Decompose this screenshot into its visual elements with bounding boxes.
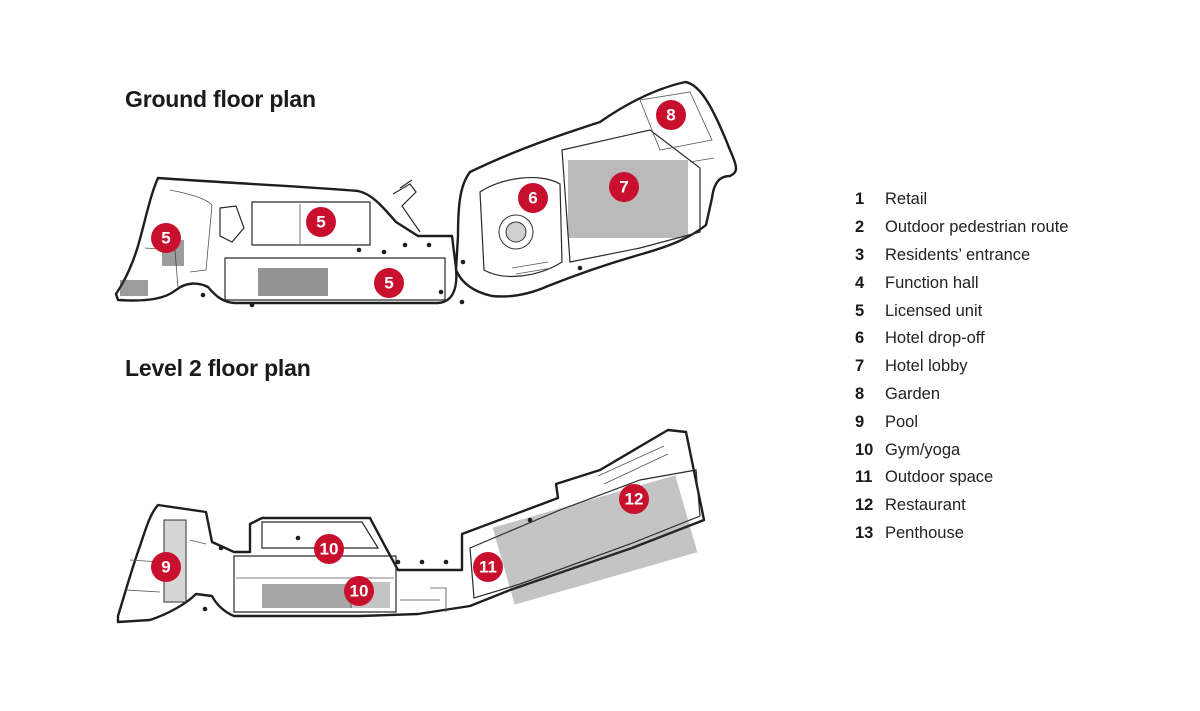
- level2-badge-outdoor-space: 11: [473, 552, 503, 582]
- svg-text:5: 5: [161, 229, 170, 248]
- legend-label: Restaurant: [885, 496, 966, 515]
- legend-label: Pool: [885, 412, 919, 431]
- legend-number: 8: [855, 384, 865, 403]
- ground-licensed-unit-room: [251, 201, 371, 246]
- level2-floor-title: Level 2 floor plan: [125, 355, 311, 381]
- legend-item: 8 Garden: [855, 381, 1068, 409]
- legend-number: 5: [855, 301, 865, 320]
- ground-licensed-unit-band: [224, 257, 446, 301]
- ground-badge-hotel-lobby: 7: [609, 172, 639, 202]
- level2-columns: [202, 517, 533, 612]
- legend-item: 11 Outdoor space: [855, 464, 1068, 492]
- legend-number: 1: [855, 190, 865, 209]
- legend-number: 4: [855, 273, 865, 292]
- level2-badge-gym-yoga-a: 10: [314, 534, 344, 564]
- legend-item: 12 Restaurant: [855, 492, 1068, 520]
- legend-number: 13: [855, 523, 874, 542]
- legend-label: Licensed unit: [885, 301, 983, 320]
- level2-outline: [116, 428, 706, 624]
- legend-label: Outdoor pedestrian route: [885, 218, 1069, 237]
- legend-number: 6: [855, 329, 865, 348]
- level2-floor-plan: 9 10 10 11 12: [116, 428, 706, 624]
- legend-number: 9: [855, 412, 865, 431]
- legend-number: 7: [855, 357, 865, 376]
- legend-item: 7 Hotel lobby: [855, 353, 1068, 381]
- legend-number: 3: [855, 245, 865, 264]
- svg-text:7: 7: [619, 178, 628, 197]
- legend-item: 10 Gym/yoga: [855, 436, 1068, 464]
- legend-number: 2: [855, 218, 865, 237]
- legend-item: 1 Retail: [855, 186, 1068, 214]
- legend-item: 2 Outdoor pedestrian route: [855, 214, 1068, 242]
- level2-gym-upper: [261, 521, 380, 549]
- svg-text:12: 12: [625, 490, 644, 509]
- legend-label: Residents’ entrance: [885, 245, 1031, 264]
- legend-label: Outdoor space: [885, 468, 994, 487]
- svg-text:11: 11: [479, 558, 497, 577]
- ground-left-wing-outline: [114, 176, 458, 305]
- level2-badge-gym-yoga-b: 10: [344, 576, 374, 606]
- ground-columns: [200, 242, 583, 308]
- svg-text:5: 5: [384, 274, 393, 293]
- svg-text:8: 8: [666, 106, 675, 125]
- ground-right-wing-outline: [454, 80, 738, 298]
- svg-text:5: 5: [316, 213, 325, 232]
- ground-pedestrian-route: [392, 179, 421, 233]
- level2-badge-pool: 9: [151, 552, 181, 582]
- legend-number: 11: [855, 468, 873, 487]
- legend-item: 6 Hotel drop-off: [855, 325, 1068, 353]
- legend-number: 12: [855, 496, 874, 515]
- legend-label: Penthouse: [885, 523, 964, 542]
- ground-badge-licensed-unit-c: 5: [374, 268, 404, 298]
- ground-badge-licensed-unit-a: 5: [151, 223, 181, 253]
- svg-text:9: 9: [161, 558, 170, 577]
- ground-badge-licensed-unit-b: 5: [306, 207, 336, 237]
- ground-badge-hotel-drop-off: 6: [518, 183, 548, 213]
- legend-label: Retail: [885, 190, 928, 209]
- legend-label: Hotel drop-off: [885, 329, 985, 348]
- legend-label: Hotel lobby: [885, 357, 968, 376]
- legend-item: 4 Function hall: [855, 269, 1068, 297]
- legend-item: 9 Pool: [855, 408, 1068, 436]
- legend-item: 3 Residents’ entrance: [855, 242, 1068, 270]
- legend-item: 13 Penthouse: [855, 520, 1068, 548]
- ground-badge-garden: 8: [656, 100, 686, 130]
- legend-label: Garden: [885, 384, 941, 403]
- level2-badge-restaurant: 12: [619, 484, 649, 514]
- ground-floor-plan: 5 5 5 6 7 8: [114, 80, 738, 308]
- legend-item: 5 Licensed unit: [855, 297, 1068, 325]
- svg-text:10: 10: [350, 582, 369, 601]
- svg-text:6: 6: [528, 189, 537, 208]
- legend-number: 10: [855, 440, 874, 459]
- svg-text:10: 10: [320, 540, 339, 559]
- ground-floor-title: Ground floor plan: [125, 86, 316, 112]
- legend-label: Gym/yoga: [885, 440, 961, 459]
- legend-label: Function hall: [885, 273, 979, 292]
- legend: 1 Retail 2 Outdoor pedestrian route 3 Resid…: [855, 186, 1068, 547]
